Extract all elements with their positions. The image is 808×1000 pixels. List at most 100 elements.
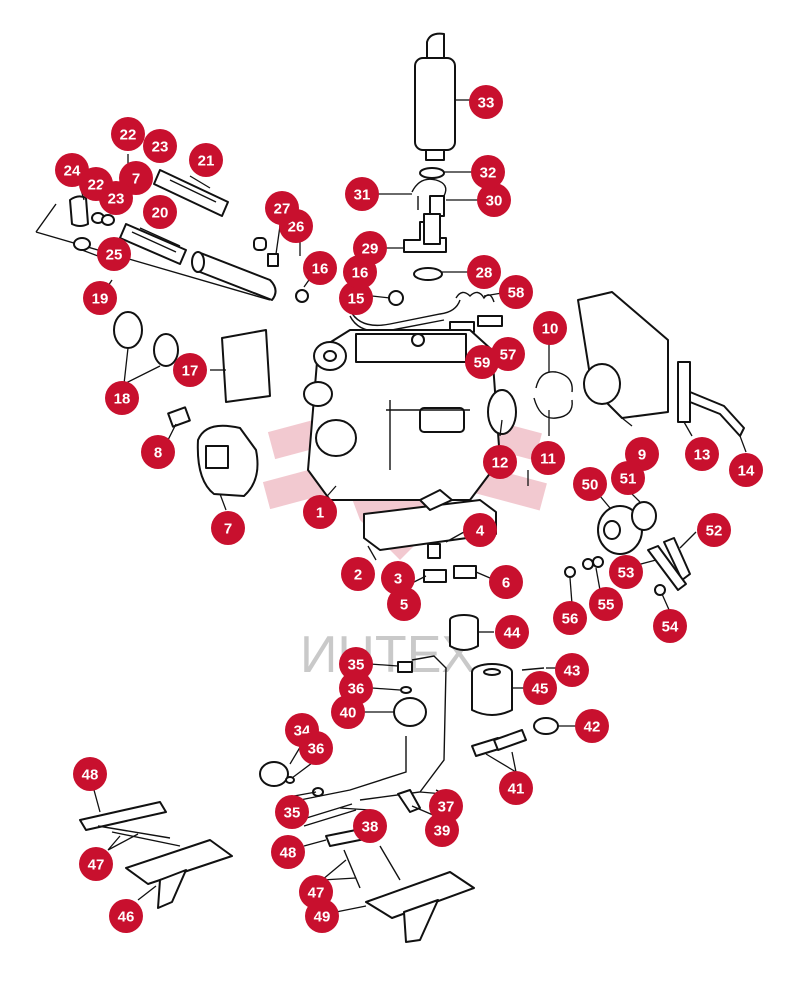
callout-marker (533, 311, 567, 345)
callout-52: 52 (697, 513, 731, 547)
callout-marker (141, 435, 175, 469)
callout-marker (609, 555, 643, 589)
callout-48: 48 (271, 835, 305, 869)
gasket (419, 167, 445, 179)
callout-label: 16 (312, 261, 329, 278)
callout-label: 40 (340, 705, 357, 722)
exhaust-clamp (411, 178, 447, 217)
callout-47: 47 (79, 847, 113, 881)
callout-marker (653, 609, 687, 643)
callout-label: 39 (434, 823, 451, 840)
callout-label: 23 (108, 191, 125, 208)
callout-marker (463, 513, 497, 547)
callout-8: 8 (141, 435, 175, 469)
callout-label: 50 (582, 477, 599, 494)
o-ring-2 (285, 776, 295, 784)
exhaust-adapter (413, 267, 443, 281)
callout-label: 38 (362, 819, 379, 836)
callout-1: 1 (303, 495, 337, 529)
callout-3: 3 (381, 561, 415, 595)
callout-marker (381, 561, 415, 595)
callout-marker (303, 495, 337, 529)
callout-label: 7 (224, 521, 232, 538)
callout-55: 55 (589, 587, 623, 621)
mounting-plate (221, 329, 271, 403)
side-bracket (677, 361, 691, 423)
callout-label: 18 (114, 391, 131, 408)
callout-marker (425, 813, 459, 847)
callout-label: 7 (132, 171, 140, 188)
callout-marker (99, 181, 133, 215)
callout-label: 32 (480, 165, 497, 182)
callout-22: 22 (111, 117, 145, 151)
callout-marker (685, 437, 719, 471)
band-clamp (533, 371, 573, 419)
callout-11: 11 (531, 441, 565, 475)
callout-53: 53 (609, 555, 643, 589)
callout-label: 46 (118, 909, 135, 926)
callout-marker (467, 255, 501, 289)
flywheel-housing (196, 424, 259, 497)
callout-marker (143, 129, 177, 163)
callout-marker (109, 899, 143, 933)
o-ring (400, 686, 412, 694)
callout-marker (491, 337, 525, 371)
callout-marker (111, 117, 145, 151)
callout-13: 13 (685, 437, 719, 471)
callout-marker (339, 281, 373, 315)
callout-label: 15 (348, 291, 365, 308)
callout-marker (211, 511, 245, 545)
callout-label: 14 (738, 463, 755, 480)
callout-label: 19 (92, 291, 109, 308)
callout-56: 56 (553, 601, 587, 635)
bushing-2 (592, 556, 604, 568)
callout-marker (469, 85, 503, 119)
callout-label: 30 (486, 193, 503, 210)
callout-label: 28 (476, 265, 493, 282)
callout-label: 23 (152, 139, 169, 156)
callout-7: 7 (211, 511, 245, 545)
housing-ring (487, 389, 517, 435)
callout-25: 25 (97, 237, 131, 271)
callout-marker (729, 453, 763, 487)
callout-marker (341, 557, 375, 591)
callout-label: 48 (82, 767, 99, 784)
callout-19: 19 (83, 281, 117, 315)
callout-27: 27 (265, 191, 299, 225)
rubber-mount (427, 543, 441, 559)
callout-marker (55, 153, 89, 187)
callout-marker (697, 513, 731, 547)
callout-label: 37 (438, 799, 455, 816)
callout-marker (471, 155, 505, 189)
callout-label: 6 (502, 575, 510, 592)
filter-head (393, 697, 427, 727)
oil-filter (471, 663, 513, 716)
hose-2 (493, 729, 527, 751)
callout-marker (489, 565, 523, 599)
callout-label: 43 (564, 663, 581, 680)
callout-marker (275, 795, 309, 829)
callout-label: 56 (562, 611, 579, 628)
callout-label: 54 (662, 619, 679, 636)
callout-46: 46 (109, 899, 143, 933)
pipe-fitting (388, 290, 404, 306)
callout-label: 2 (354, 567, 362, 584)
callout-label: 1 (316, 505, 324, 522)
callout-marker (339, 647, 373, 681)
air-cleaner-assembly (35, 169, 279, 301)
callout-marker (105, 381, 139, 415)
callout-12: 12 (483, 445, 517, 479)
callout-label: 26 (288, 219, 305, 236)
callout-label: 21 (198, 153, 215, 170)
support-bracket (419, 489, 453, 511)
callout-label: 35 (348, 657, 365, 674)
callout-marker (303, 251, 337, 285)
exhaust-bracket (403, 213, 447, 253)
callout-41: 41 (499, 771, 533, 805)
hose-clamp (533, 717, 559, 735)
callout-marker (189, 143, 223, 177)
callout-label: 47 (88, 857, 105, 874)
callout-label: 31 (354, 187, 371, 204)
support-arm (689, 391, 745, 437)
